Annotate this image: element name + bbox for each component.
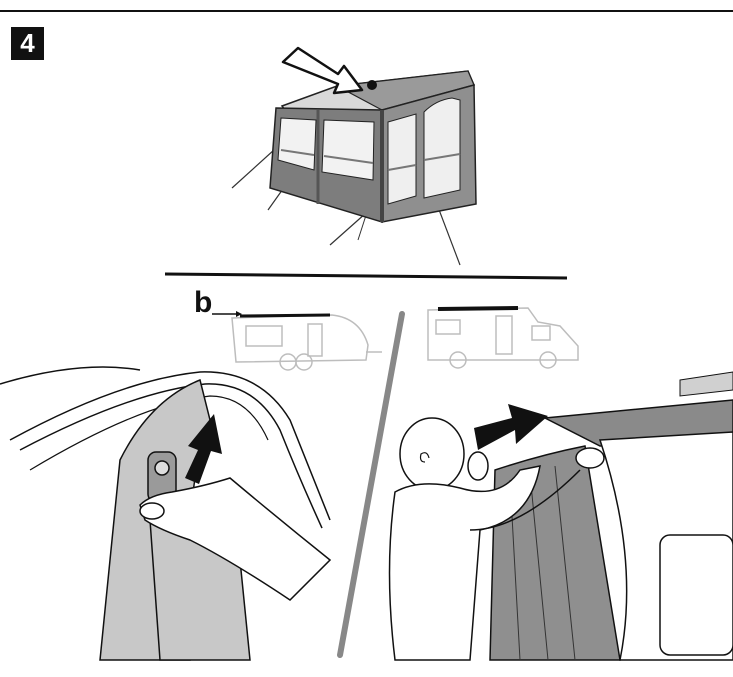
section-separator [164, 272, 568, 280]
panel-divider [337, 311, 405, 658]
pointer-arrow-icon [281, 46, 364, 95]
step-letter: b [194, 286, 213, 319]
motorhome-icon [427, 307, 579, 369]
up-arrow-icon [185, 414, 222, 484]
caravan-rail-highlight [239, 313, 331, 318]
caravan-icon [231, 314, 382, 371]
step-number-badge: 4 [11, 27, 44, 60]
awning-tent-drawing [231, 46, 477, 266]
right-arrow-icon [474, 404, 548, 450]
left-detail-drawing [0, 366, 332, 661]
motorhome-rail-highlight [437, 306, 519, 311]
top-rule [0, 10, 733, 12]
right-detail-drawing [388, 371, 733, 661]
